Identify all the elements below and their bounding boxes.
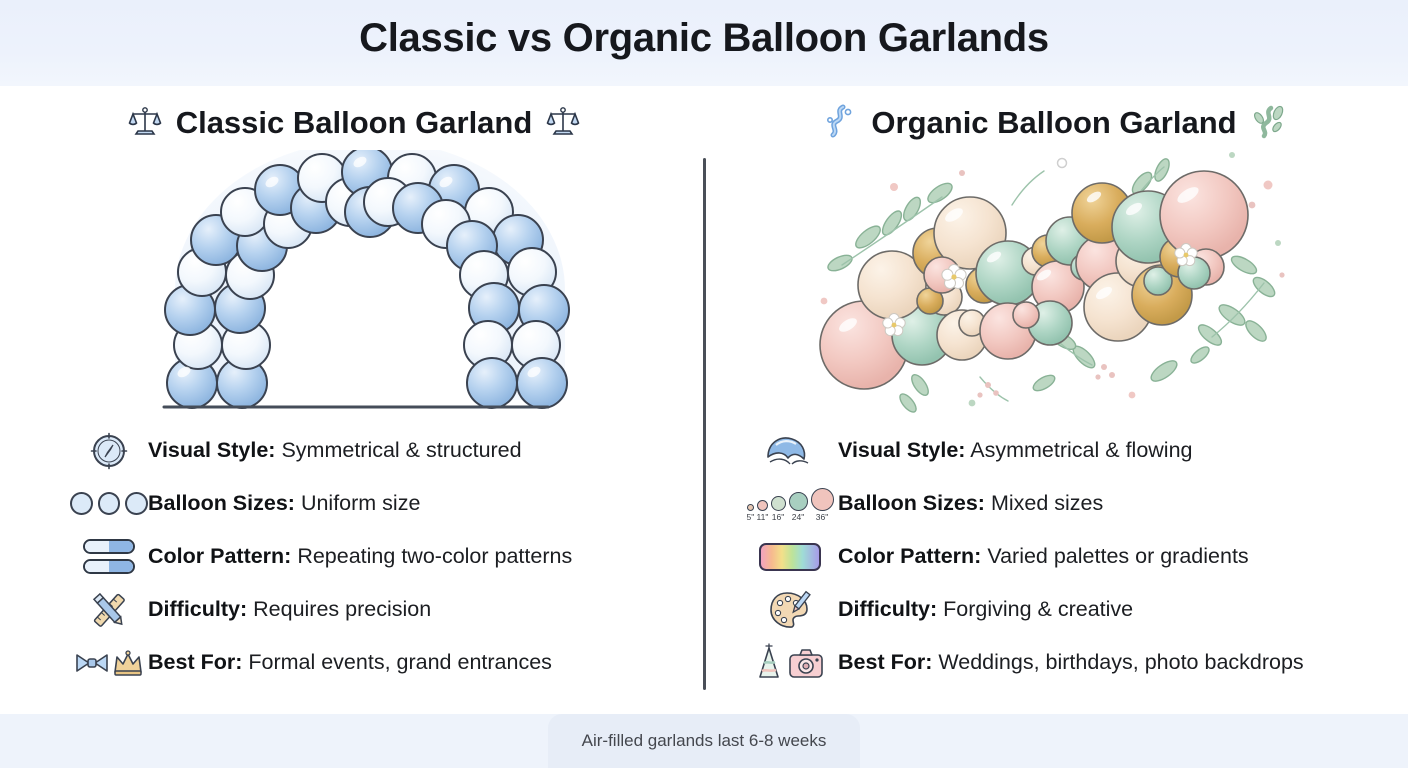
three-equal-circles-icon — [70, 480, 149, 528]
organic-balloon-cluster-illustration — [812, 145, 1302, 415]
feature-row-color-pattern: Color Pattern: Varied palettes or gradie… — [742, 530, 1392, 583]
feature-label: Visual Style: — [838, 438, 966, 462]
header-band — [0, 0, 1408, 86]
feature-label: Difficulty: — [838, 597, 938, 621]
feature-value: Formal events, grand entrances — [248, 650, 552, 674]
feature-list-classic: Visual Style: Symmetrical & structured B… — [70, 424, 690, 689]
party-hat-camera-icon — [742, 639, 838, 687]
feature-value: Forgiving & creative — [943, 597, 1134, 621]
feature-row-difficulty: Difficulty: Requires precision — [70, 583, 690, 636]
feature-text: Balloon Sizes: Mixed sizes — [838, 491, 1103, 516]
feature-text: Color Pattern: Varied palettes or gradie… — [838, 544, 1249, 569]
feature-text: Difficulty: Forgiving & creative — [838, 597, 1133, 622]
feature-row-visual-style: Visual Style: Symmetrical & structured — [70, 424, 690, 477]
feature-label: Best For: — [148, 650, 243, 674]
feature-text: Color Pattern: Repeating two-color patte… — [148, 544, 572, 569]
feature-row-best-for: Best For: Formal events, grand entrances — [70, 636, 690, 689]
feature-text: Best For: Weddings, birthdays, photo bac… — [838, 650, 1304, 675]
feature-row-balloon-sizes: Balloon Sizes: Uniform size — [70, 477, 690, 530]
graduated-circles-icon: 5" 11" 16" 24" 36" — [742, 480, 838, 528]
size-label: 36" — [815, 512, 829, 522]
flowing-water-icon — [821, 103, 857, 144]
feature-row-balloon-sizes: 5" 11" 16" 24" 36" Balloon Sizes: Mixed … — [742, 477, 1392, 530]
feature-text: Visual Style: Symmetrical & structured — [148, 438, 522, 463]
feature-row-best-for: Best For: Weddings, birthdays, photo bac… — [742, 636, 1392, 689]
rainbow-gradient-icon — [742, 533, 838, 581]
column-divider — [703, 158, 706, 690]
feature-text: Difficulty: Requires precision — [148, 597, 431, 622]
balance-scale-icon — [546, 104, 580, 143]
feature-value: Weddings, birthdays, photo backdrops — [938, 650, 1304, 674]
two-tone-bars-icon — [70, 533, 148, 581]
size-label: 11" — [756, 512, 769, 522]
feature-label: Best For: — [838, 650, 933, 674]
feature-text: Visual Style: Asymmetrical & flowing — [838, 438, 1193, 463]
feature-row-difficulty: Difficulty: Forgiving & creative — [742, 583, 1392, 636]
column-header-classic: Classic Balloon Garland — [24, 100, 684, 146]
feature-label: Visual Style: — [148, 438, 276, 462]
bowtie-crown-icon — [70, 639, 148, 687]
feature-label: Balloon Sizes: — [148, 491, 295, 515]
ruler-pencil-icon — [70, 586, 148, 634]
feature-row-color-pattern: Color Pattern: Repeating two-color patte… — [70, 530, 690, 583]
size-label: 5" — [746, 512, 755, 522]
feature-label: Difficulty: — [148, 597, 248, 621]
footer-note: Air-filled garlands last 6-8 weeks — [548, 714, 860, 768]
compass-icon — [70, 427, 148, 475]
feature-value: Asymmetrical & flowing — [970, 438, 1193, 462]
classic-balloon-arch-illustration — [120, 140, 620, 412]
size-label: 24" — [791, 512, 805, 522]
feature-value: Symmetrical & structured — [281, 438, 522, 462]
wave-icon — [742, 427, 838, 475]
balance-scale-icon — [128, 104, 162, 143]
feature-row-visual-style: Visual Style: Asymmetrical & flowing — [742, 424, 1392, 477]
size-label: 16" — [771, 512, 785, 522]
party-hat-icon — [759, 642, 779, 678]
feature-label: Color Pattern: — [838, 544, 982, 568]
feature-value: Requires precision — [253, 597, 432, 621]
column-title-classic: Classic Balloon Garland — [175, 105, 533, 140]
feature-value: Varied palettes or gradients — [987, 544, 1249, 568]
feature-value: Mixed sizes — [990, 491, 1104, 515]
feature-list-organic: Visual Style: Asymmetrical & flowing 5" … — [742, 424, 1392, 689]
feature-text: Best For: Formal events, grand entrances — [148, 650, 552, 675]
feature-text: Balloon Sizes: Uniform size — [148, 491, 420, 516]
column-title-organic: Organic Balloon Garland — [871, 105, 1237, 140]
page-title: Classic vs Organic Balloon Garlands — [359, 16, 1049, 60]
column-header-organic: Organic Balloon Garland — [724, 100, 1384, 146]
camera-icon — [789, 648, 823, 678]
palette-icon — [742, 586, 838, 634]
feature-value: Repeating two-color patterns — [297, 544, 573, 568]
feature-label: Color Pattern: — [148, 544, 292, 568]
feature-label: Balloon Sizes: — [838, 491, 985, 515]
seedling-vine-icon — [1251, 103, 1287, 144]
feature-value: Uniform size — [300, 491, 421, 515]
crown-icon — [113, 649, 142, 676]
bowtie-icon — [75, 653, 108, 672]
